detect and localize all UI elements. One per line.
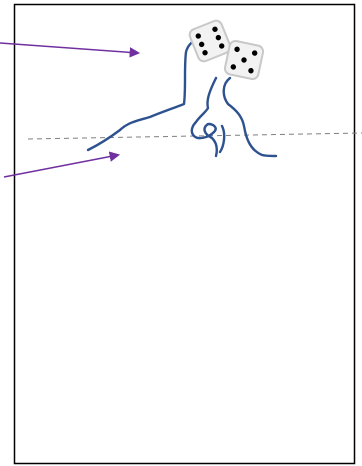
figure-outline-left [86,34,204,152]
figure-outline-right [222,76,278,158]
die-left-icon [188,19,232,63]
page-frame [13,3,356,465]
dashed-guide-line [27,132,362,140]
die-right-icon [223,39,265,81]
lower-arrow-icon [3,151,121,178]
sketched-figure [86,34,278,158]
upper-arrow-icon [0,42,141,58]
figure-inner-body [190,76,218,158]
figure-inner-loop [218,124,226,154]
